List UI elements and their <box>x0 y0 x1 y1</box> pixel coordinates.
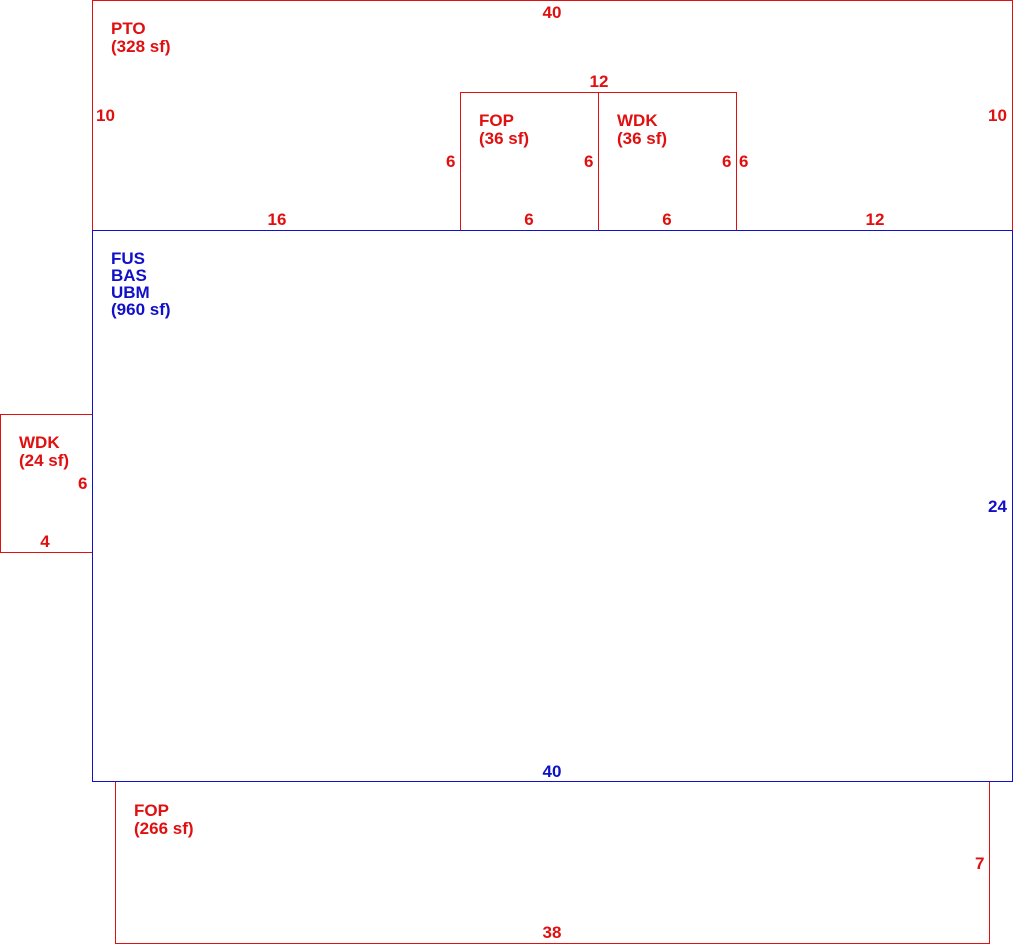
main-code-bas: BAS <box>111 266 147 285</box>
wdk-small-bottom-dimension: 6 <box>662 210 672 229</box>
fop-bottom-area[interactable] <box>115 781 990 944</box>
fop-small-code-label: FOP <box>479 111 514 130</box>
wdk-small-right-inner-dimension: 6 <box>722 152 732 171</box>
fop-bottom-right-dimension: 7 <box>975 854 985 873</box>
pto-left-dimension: 10 <box>96 106 115 125</box>
pto-area-label: (328 sf) <box>111 37 171 56</box>
fop-bottom-bottom-dimension: 38 <box>542 923 562 942</box>
pto-right-dimension: 10 <box>988 106 1007 125</box>
wdk-small-code-label: WDK <box>617 111 658 130</box>
pto-top-dimension: 40 <box>542 3 562 22</box>
main-area-label: (960 sf) <box>111 300 171 319</box>
wdk-left-bottom-dimension: 4 <box>40 532 50 551</box>
main-right-dimension: 24 <box>988 497 1007 516</box>
fop-small-area-label: (36 sf) <box>479 129 530 148</box>
wdk-left-right-dimension: 6 <box>78 474 88 493</box>
fop-small-left-dimension: 6 <box>446 152 456 171</box>
wdk-small-right-outer-dimension: 6 <box>739 152 749 171</box>
main-bottom-dimension: 40 <box>542 762 562 781</box>
pto-bottom-right-dimension: 12 <box>865 210 885 229</box>
pto-code-label: PTO <box>111 19 146 38</box>
fop-small-bottom-dimension: 6 <box>524 210 534 229</box>
main-code-fus: FUS <box>111 249 145 268</box>
fop-bottom-code-label: FOP <box>134 801 169 820</box>
main-code-ubm: UBM <box>111 283 150 302</box>
fop-small-right-dimension: 6 <box>584 152 594 171</box>
wdk-left-code-label: WDK <box>19 433 60 452</box>
fop-small-top-dimension: 12 <box>589 72 609 91</box>
pto-bottom-left-dimension: 16 <box>267 210 287 229</box>
wdk-small-area-label: (36 sf) <box>617 129 668 148</box>
main-building-area[interactable] <box>92 230 1013 782</box>
fop-bottom-area-label: (266 sf) <box>134 819 194 838</box>
wdk-left-area-label: (24 sf) <box>19 451 70 470</box>
